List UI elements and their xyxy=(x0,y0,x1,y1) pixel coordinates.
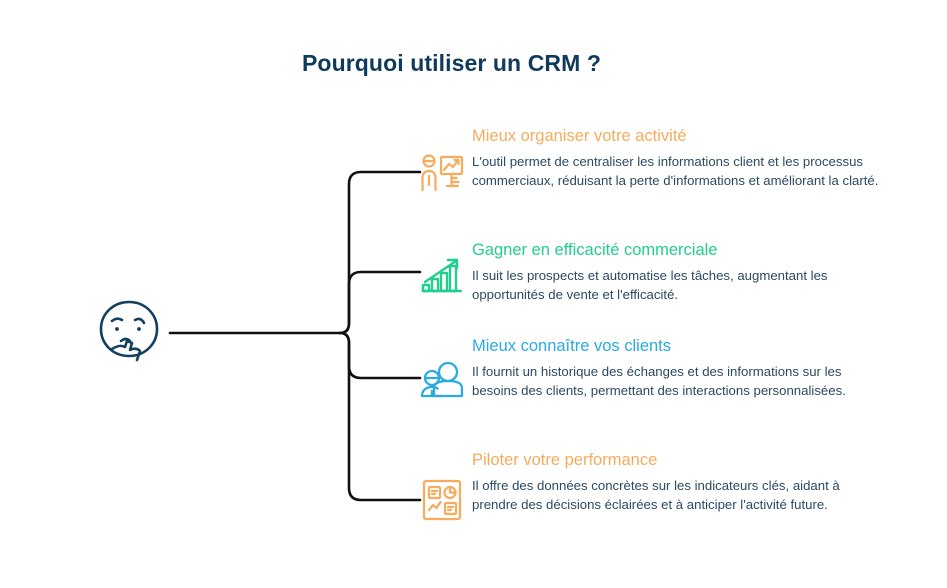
presentation-person-icon xyxy=(421,154,464,192)
branch-4-heading: Piloter votre performance xyxy=(472,451,658,469)
branch-1-heading: Mieux organiser votre activité xyxy=(472,127,687,145)
branch-2-heading: Gagner en efficacité commerciale xyxy=(472,241,718,259)
branch-2-body: Il suit les prospects et automatise les … xyxy=(472,268,828,302)
dashboard-kpi-icon xyxy=(422,479,462,521)
branch-3-body: Il fournit un historique des échanges et… xyxy=(472,364,846,398)
branch-4-body: Il offre des données concrètes sur les i… xyxy=(472,478,840,512)
thinking-face-icon xyxy=(99,300,159,362)
page-title: Pourquoi utiliser un CRM ? xyxy=(301,50,602,76)
two-people-icon xyxy=(420,361,464,398)
branch-3-heading: Mieux connaître vos clients xyxy=(472,337,672,355)
branch-1-body: L'outil permet de centraliser les inform… xyxy=(472,154,879,188)
growth-bar-chart-icon xyxy=(421,258,463,293)
